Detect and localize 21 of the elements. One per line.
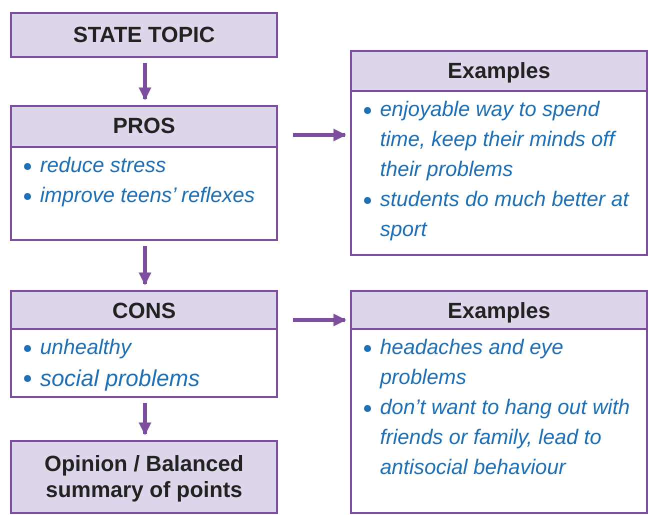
box-heading: PROS — [12, 107, 276, 148]
arrow — [138, 246, 152, 286]
bullet-text: improve teens’ reflexes — [22, 181, 272, 211]
bullet-text: reduce stress — [22, 151, 272, 181]
box-heading: Examples — [352, 292, 646, 330]
box-heading: Opinion / Balanced summary of points — [12, 442, 276, 512]
list-box — [10, 290, 278, 398]
bullet-text: students do much better at sport — [362, 185, 642, 245]
arrow — [138, 63, 152, 100]
list-box — [350, 290, 648, 514]
box-heading: CONS — [12, 292, 276, 330]
bullet-text: don’t want to hang out with friends or family, lead to antisocial behaviour — [362, 393, 642, 483]
bullet-text: social problems — [22, 363, 272, 393]
bullet-text: unhealthy — [22, 333, 272, 363]
arrow — [138, 403, 152, 436]
arrow — [293, 128, 346, 142]
arrow — [293, 314, 346, 326]
box-heading: STATE TOPIC — [12, 14, 276, 56]
list-box — [10, 105, 278, 241]
box-heading: Examples — [352, 52, 646, 92]
list-box — [350, 50, 648, 256]
